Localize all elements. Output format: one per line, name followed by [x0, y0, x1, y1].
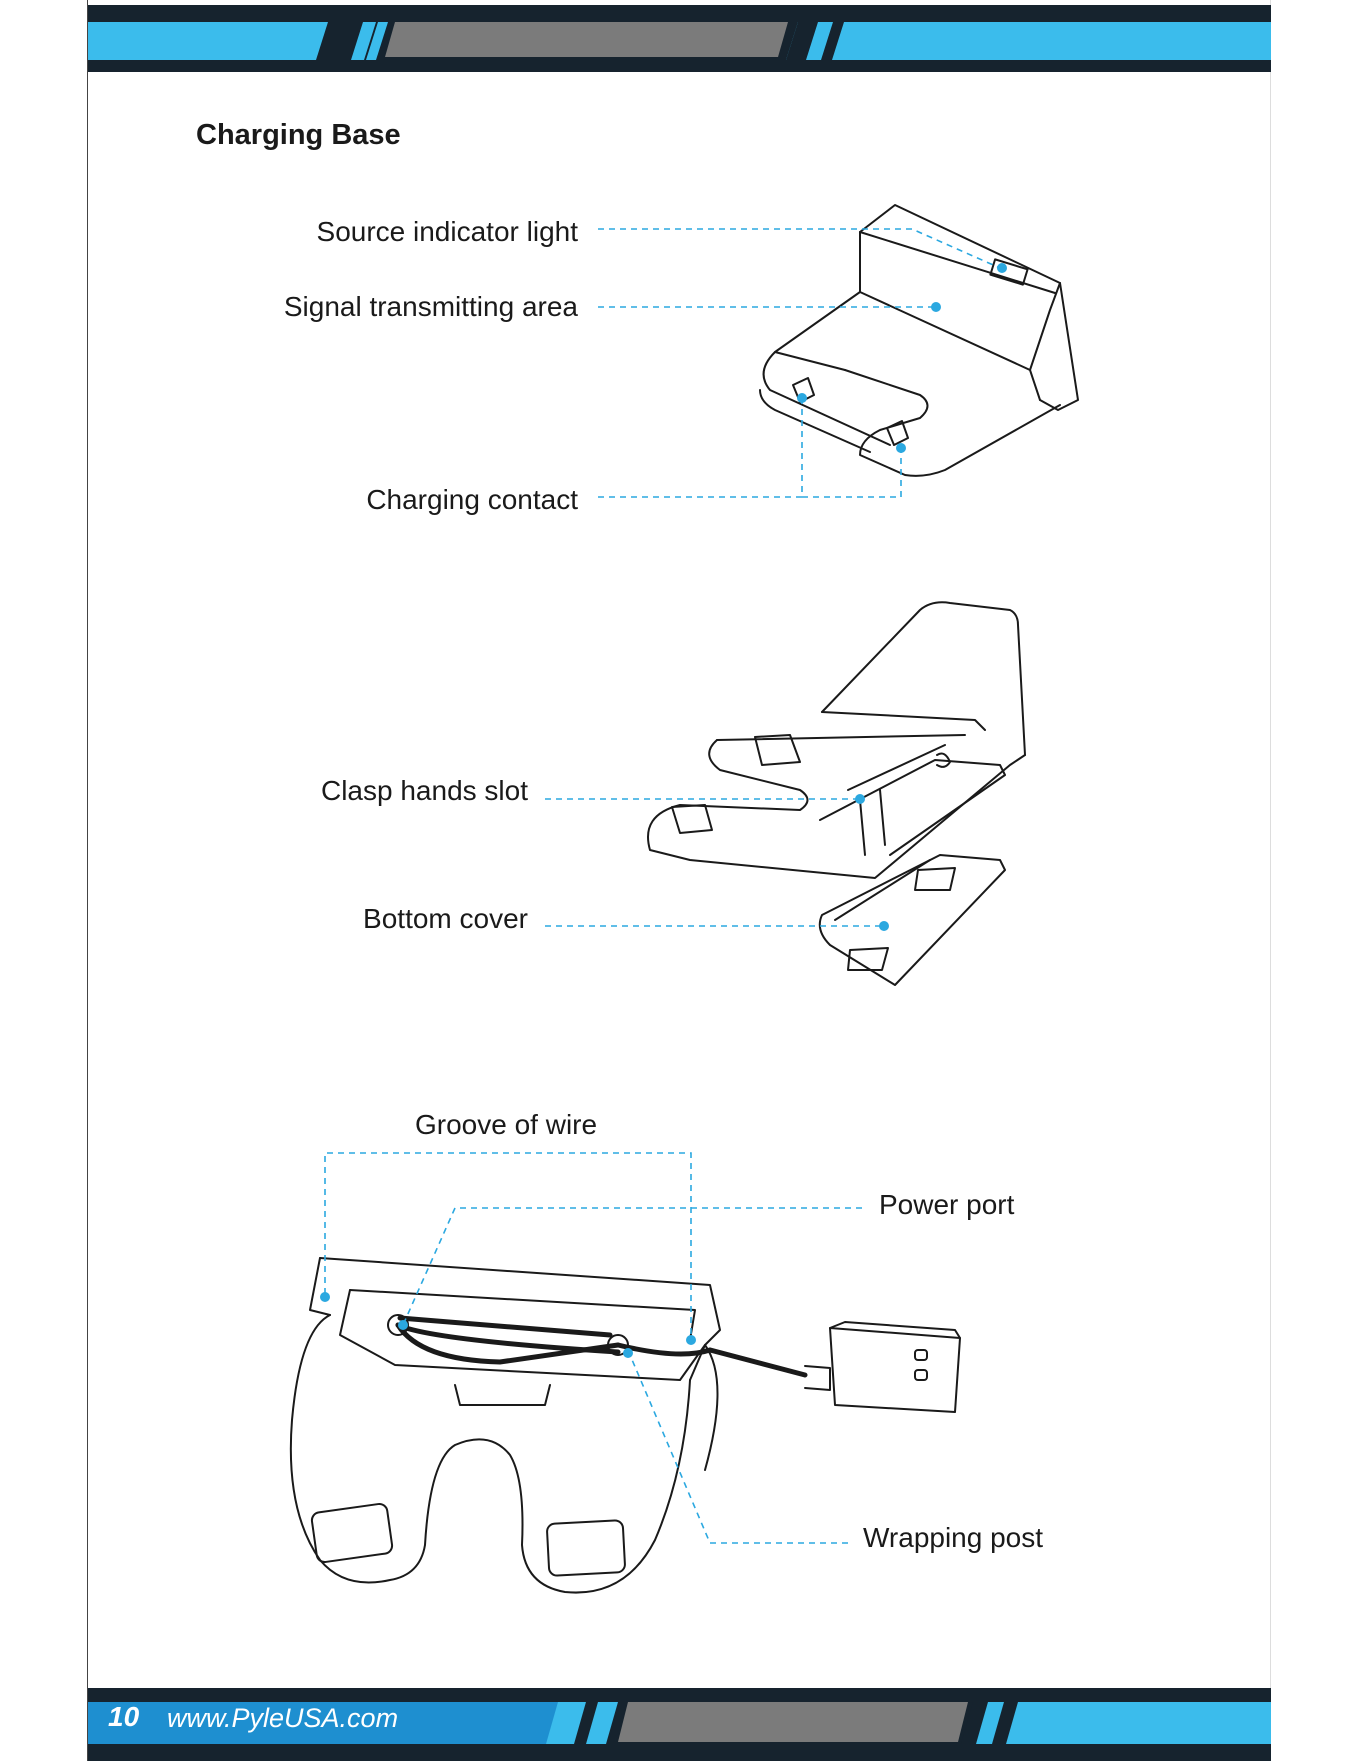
label-groove-of-wire: Groove of wire: [415, 1109, 597, 1141]
figure2-base-bottom-drawing: [648, 602, 1025, 985]
page-number: 10: [108, 1701, 139, 1733]
label-power-port: Power port: [879, 1189, 1014, 1221]
website-link[interactable]: www.PyleUSA.com: [167, 1703, 398, 1734]
label-wrapping-post: Wrapping post: [863, 1522, 1043, 1554]
label-source-indicator-light: Source indicator light: [317, 216, 578, 248]
label-clasp-hands-slot: Clasp hands slot: [321, 775, 528, 807]
figure3-cable-wrapping-drawing: [291, 1258, 960, 1593]
figure1-charging-base-drawing: [760, 205, 1078, 476]
label-charging-contact: Charging contact: [366, 484, 578, 516]
label-signal-transmitting-area: Signal transmitting area: [284, 291, 578, 323]
power-cable: [398, 1318, 805, 1375]
label-bottom-cover: Bottom cover: [363, 903, 528, 935]
